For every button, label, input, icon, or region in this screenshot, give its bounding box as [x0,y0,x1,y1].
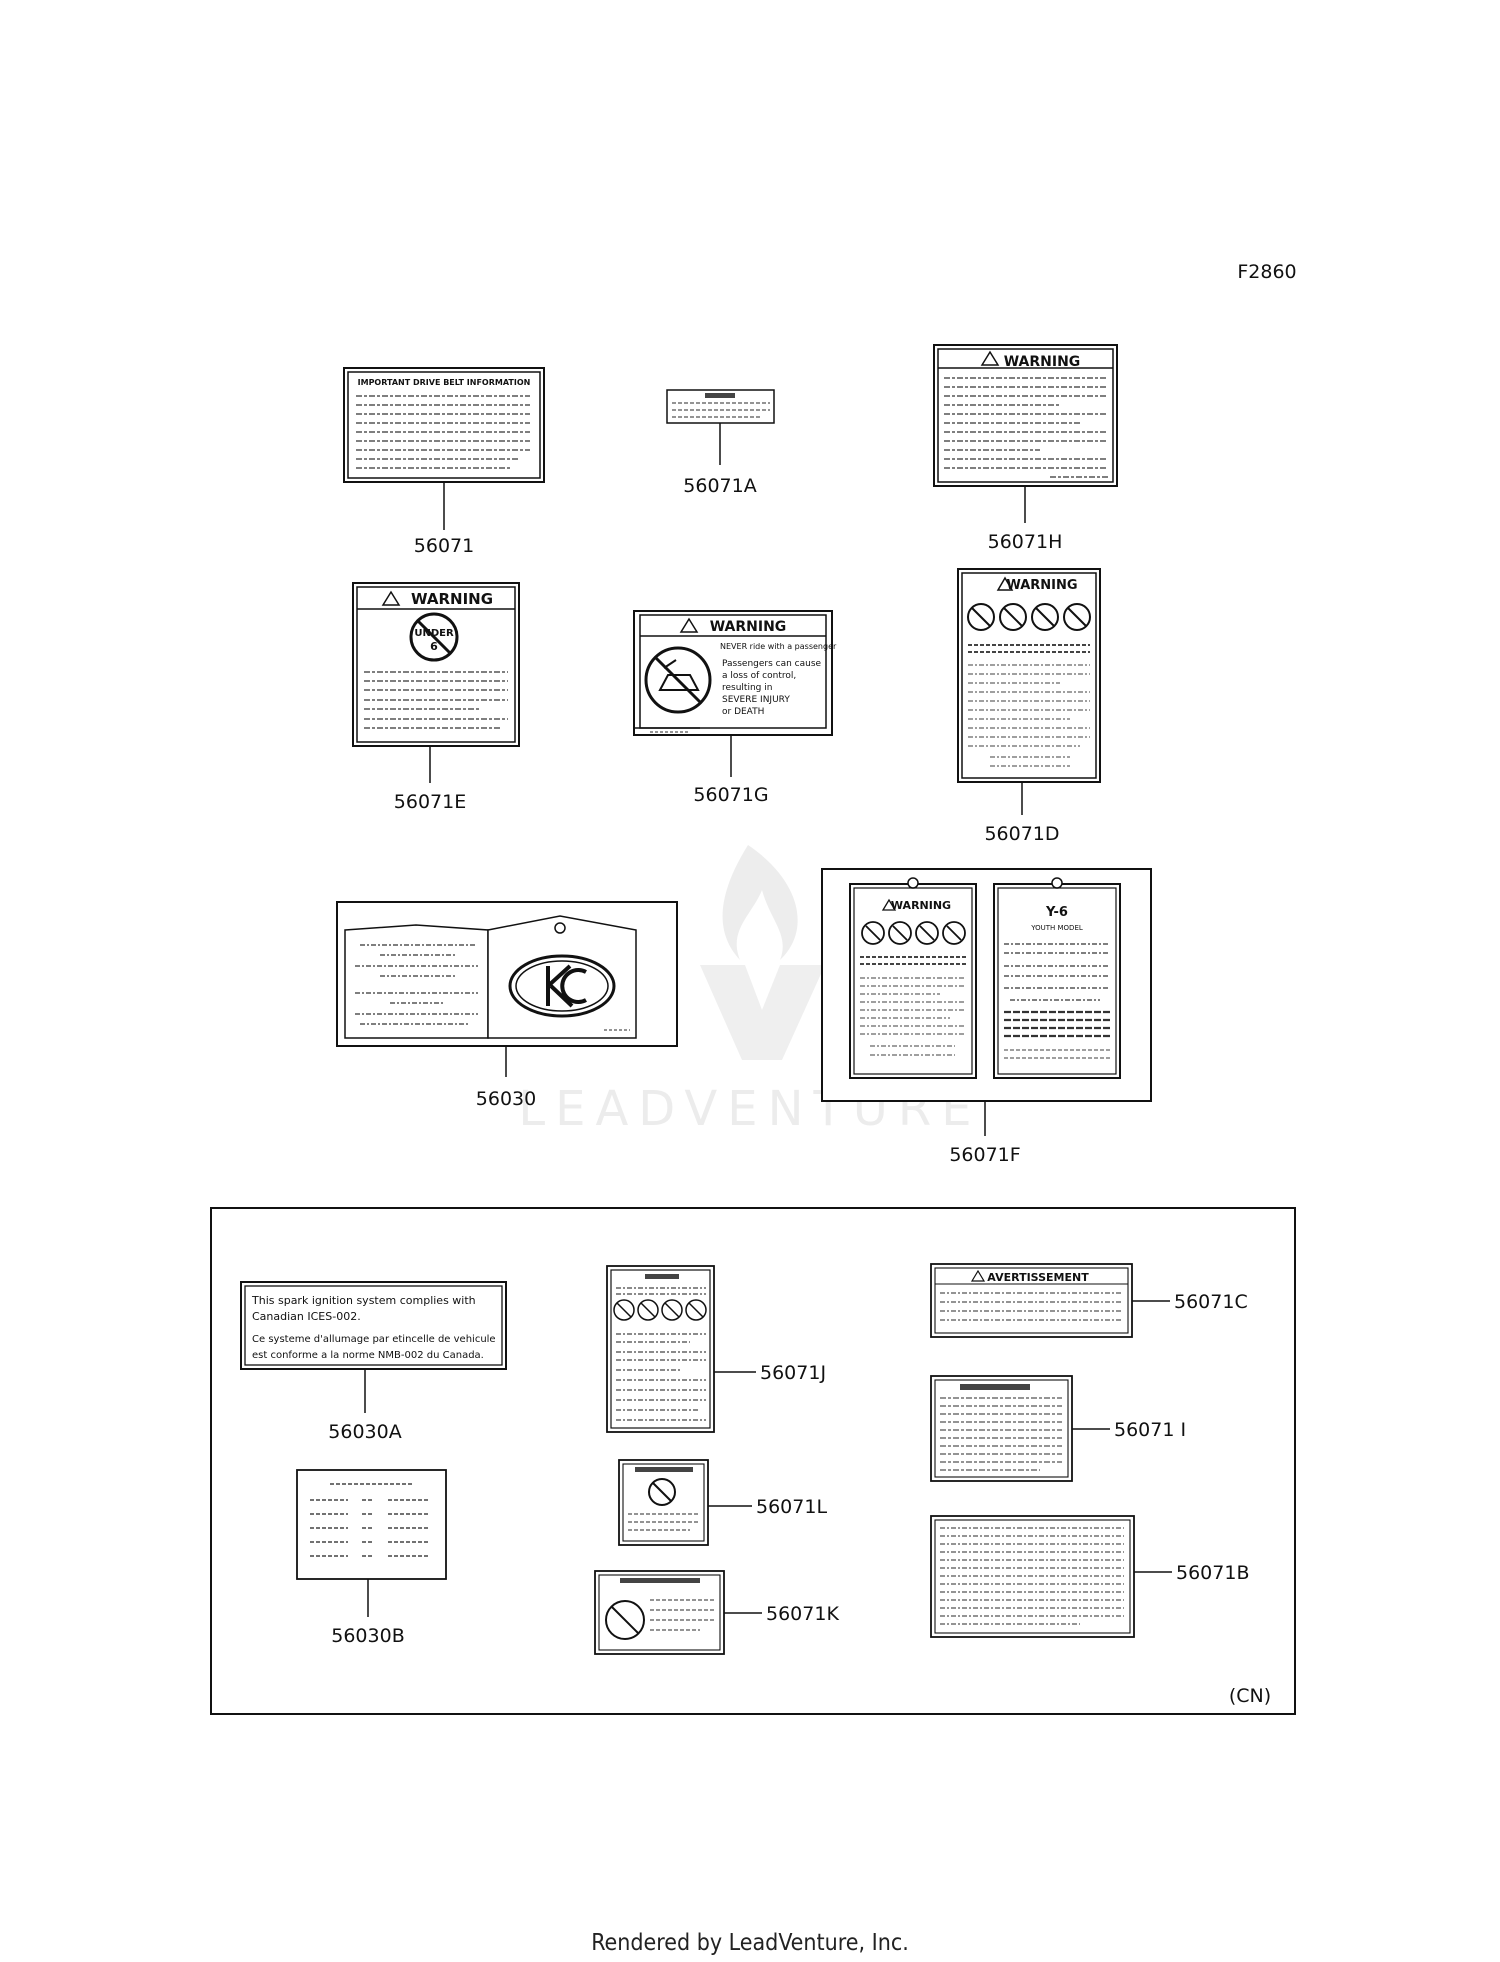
warning-line: Passengers can cause [722,659,822,669]
warning-triangle-icon [381,590,401,606]
decal-56071[interactable]: IMPORTANT DRIVE BELT INFORMATION [343,367,545,483]
decal-56030[interactable] [336,901,678,1047]
canada-region-frame [210,1207,1296,1715]
no-passenger-icon [644,646,712,714]
part-number-56071C[interactable]: 56071C [1174,1291,1248,1313]
warning-heading: WARNING [411,590,493,608]
part-number-56071K[interactable]: 56071K [766,1603,839,1625]
warning-heading: WARNING [1004,354,1081,370]
part-number-56071L[interactable]: 56071L [756,1496,827,1518]
part-number-56071F[interactable]: 56071F [949,1144,1020,1166]
part-number-56071D[interactable]: 56071D [984,823,1059,845]
v-watermark-icon [700,965,825,1060]
prohibition-icons [613,1299,707,1321]
cn-compliance-line: est conforme a la norme NMB-002 du Canad… [252,1350,484,1361]
warning-triangle-icon [970,1269,986,1282]
part-number-56030A[interactable]: 56030A [328,1421,401,1443]
warning-heading: WARNING [891,899,951,912]
decal-56071K[interactable] [594,1570,725,1655]
footer-credit: Rendered by LeadVenture, Inc. [591,1930,909,1956]
decal-56071J[interactable] [606,1265,715,1433]
decal-56071H[interactable]: WARNING [933,344,1118,487]
part-number-56071B[interactable]: 56071B [1176,1562,1249,1584]
decal-56071E[interactable]: WARNING UNDER 6 [352,582,520,747]
youth-model-label: YOUTH MODEL [1030,924,1083,932]
decal-56071A[interactable] [666,389,775,424]
decal-56071I[interactable] [930,1375,1073,1482]
flame-watermark-icon [722,845,798,960]
decal-56071C[interactable]: AVERTISSEMENT [930,1263,1133,1338]
warning-triangle-icon [881,898,897,911]
prohibition-icon [648,1478,676,1506]
cn-compliance-line: Ce systeme d'allumage par etincelle de v… [252,1334,496,1345]
decal-56030A[interactable]: This spark ignition system complies with… [240,1281,507,1370]
warning-line: a loss of control, [722,671,796,681]
part-number-56071J[interactable]: 56071J [760,1362,826,1384]
warning-heading: WARNING [1006,578,1077,593]
part-number-56071A[interactable]: 56071A [683,475,756,497]
warning-line: or DEATH [722,707,764,717]
under-age: 6 [430,640,438,653]
part-number-56071G[interactable]: 56071G [693,784,768,806]
decal-56071D[interactable]: WARNING [957,568,1101,783]
warning-heading: WARNING [710,619,787,635]
decal-56071F[interactable]: WARNING Y-6 YOUTH MODEL [821,868,1152,1102]
decal-56030B[interactable] [296,1469,447,1580]
part-number-56071E[interactable]: 56071E [394,791,466,813]
cn-compliance-line: Canadian ICES-002. [252,1310,361,1323]
part-number-56071[interactable]: 56071 [414,535,474,557]
decal-56071G[interactable]: WARNING NEVER ride with a passenger Pass… [633,610,837,736]
warning-never: NEVER ride with a passenger [720,642,837,651]
prohibition-icons [967,603,1091,631]
part-number-56030B[interactable]: 56030B [331,1625,404,1647]
under-label: UNDER [414,628,454,639]
avertissement-heading: AVERTISSEMENT [987,1271,1089,1284]
warning-triangle-icon [996,576,1014,591]
decal-56071B[interactable] [930,1515,1135,1638]
warning-triangle-icon [980,350,1000,366]
part-number-56030[interactable]: 56030 [476,1088,536,1110]
prohibition-icons [861,921,966,945]
part-number-56071H[interactable]: 56071H [988,531,1063,553]
age-prohibition-icon [409,612,459,662]
warning-line: SEVERE INJURY [722,695,790,705]
figure-id: F2860 [1237,261,1296,283]
no-passenger-icon [605,1600,645,1640]
cn-compliance-line: This spark ignition system complies with [251,1294,476,1307]
region-code: (CN) [1229,1685,1271,1707]
y6-heading: Y-6 [1045,905,1068,920]
decal-title: IMPORTANT DRIVE BELT INFORMATION [358,378,531,387]
kc-logo-icon [508,954,616,1018]
decal-56071L[interactable] [618,1459,709,1546]
warning-line: resulting in [722,683,772,693]
part-number-56071I[interactable]: 56071 I [1114,1419,1186,1441]
warning-triangle-icon [679,617,699,633]
